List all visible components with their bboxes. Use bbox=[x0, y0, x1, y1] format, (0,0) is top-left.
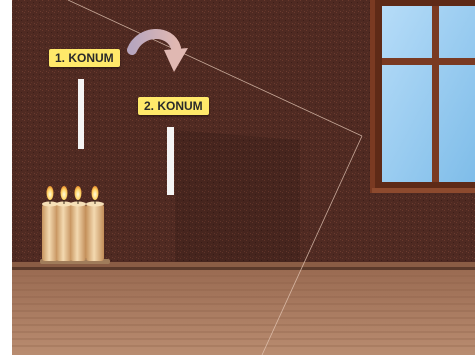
window-glass bbox=[382, 6, 475, 182]
window-mullion-horizontal bbox=[382, 58, 475, 65]
pole-position-1 bbox=[78, 79, 84, 149]
position-1-label: 1. KONUM bbox=[49, 49, 120, 67]
shadow-area bbox=[175, 130, 300, 265]
position-2-label: 2. KONUM bbox=[138, 97, 209, 115]
window-mullion-vertical bbox=[432, 6, 439, 182]
window bbox=[370, 0, 475, 193]
pole-position-2 bbox=[167, 127, 174, 195]
